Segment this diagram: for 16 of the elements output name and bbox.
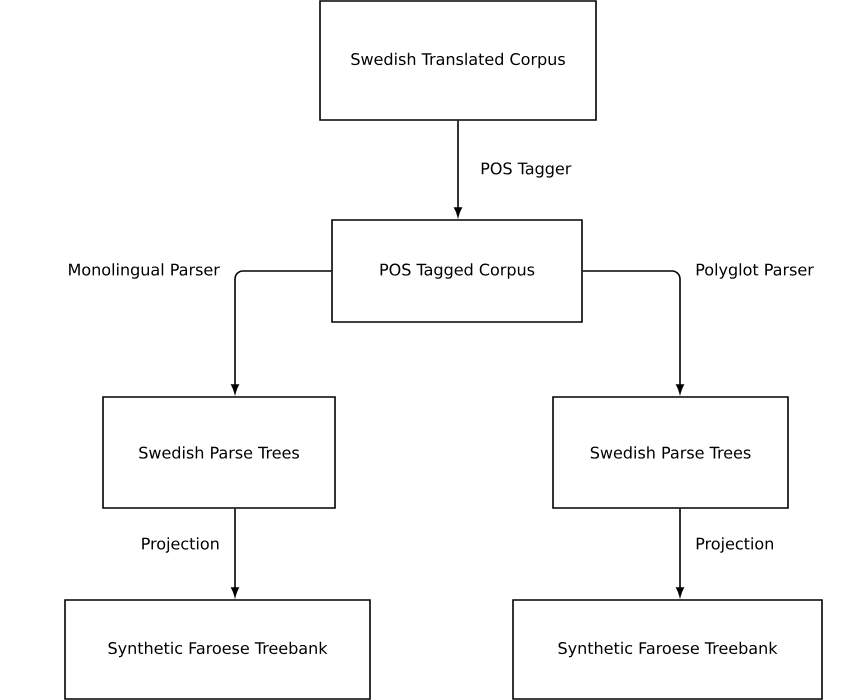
process-box: Swedish Parse Trees <box>102 396 336 509</box>
process-box: Swedish Parse Trees <box>552 396 789 509</box>
edge-label: Monolingual Parser <box>66 261 222 281</box>
arrow <box>582 270 684 394</box>
process-box: Swedish Translated Corpus <box>319 0 597 121</box>
arrow <box>676 508 684 597</box>
process-box: Synthetic Faroese Treebank <box>512 599 823 700</box>
edge-label: Polyglot Parser <box>693 261 816 281</box>
arrow <box>231 270 332 394</box>
arrow <box>231 508 239 597</box>
edge-label: Projection <box>138 535 222 555</box>
edge-label: POS Tagger <box>478 160 574 180</box>
process-box: POS Tagged Corpus <box>331 219 583 323</box>
arrow <box>454 120 462 217</box>
process-box: Synthetic Faroese Treebank <box>64 599 371 700</box>
edge-label: Projection <box>693 535 776 555</box>
